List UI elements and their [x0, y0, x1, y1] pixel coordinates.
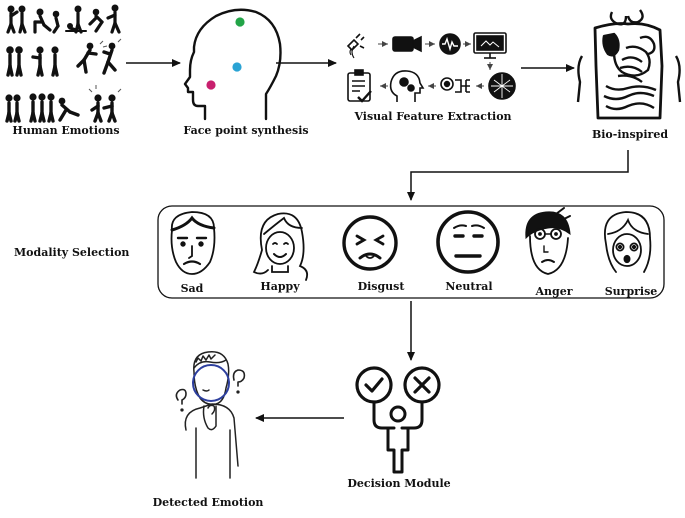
emotion-label-anger: Anger	[535, 285, 573, 298]
emotion-label-surprise: Surprise	[604, 285, 658, 298]
video-camera-icon	[392, 35, 422, 53]
signal-sensor-icon	[346, 33, 365, 59]
human-emotions-label: Human Emotions	[12, 124, 120, 137]
neutral-face-icon	[436, 210, 500, 274]
emotion-label-sad: Sad	[180, 282, 204, 295]
bio-inspired-label: Bio-inspired	[591, 128, 669, 141]
visual-feature-extraction-label: Visual Feature Extraction	[354, 110, 512, 123]
surprise-face-icon	[604, 211, 652, 273]
face-point-blue-icon	[232, 62, 242, 72]
decision-module-label: Decision Module	[347, 477, 451, 490]
anger-face-icon	[525, 207, 571, 275]
eye-network-icon	[440, 77, 470, 93]
focus-circle-icon	[192, 364, 230, 402]
modality-selection-box	[157, 205, 665, 299]
monitor-icon	[473, 32, 507, 59]
emotion-label-happy: Happy	[260, 280, 300, 293]
face-point-magenta-icon	[206, 80, 216, 90]
checklist-icon	[347, 69, 372, 103]
face-points-head-icon	[183, 8, 282, 121]
disgust-face-icon	[342, 215, 398, 271]
waveform-icon	[439, 33, 461, 55]
bio-inspired-torso-icon	[576, 9, 682, 120]
human-emotions-figures-icon	[5, 4, 122, 123]
face-point-synthesis-label: Face point synthesis	[183, 124, 309, 137]
feature-extraction-icons	[346, 32, 516, 103]
modality-selection-label: Modality Selection	[14, 246, 130, 259]
flow-arrows	[126, 59, 629, 422]
thinking-person-icon	[175, 351, 246, 479]
brain-gears-icon	[389, 70, 425, 102]
neural-net-icon	[488, 72, 516, 100]
sad-face-icon	[170, 211, 216, 275]
emotion-label-neutral: Neutral	[445, 280, 493, 293]
happy-face-icon	[252, 212, 309, 281]
emotion-label-disgust: Disgust	[357, 280, 405, 293]
decision-module-icon	[355, 366, 441, 474]
face-point-green-icon	[235, 17, 245, 27]
arrow-bio-to-modality	[407, 150, 629, 201]
detected-emotion-label: Detected Emotion	[152, 496, 264, 509]
